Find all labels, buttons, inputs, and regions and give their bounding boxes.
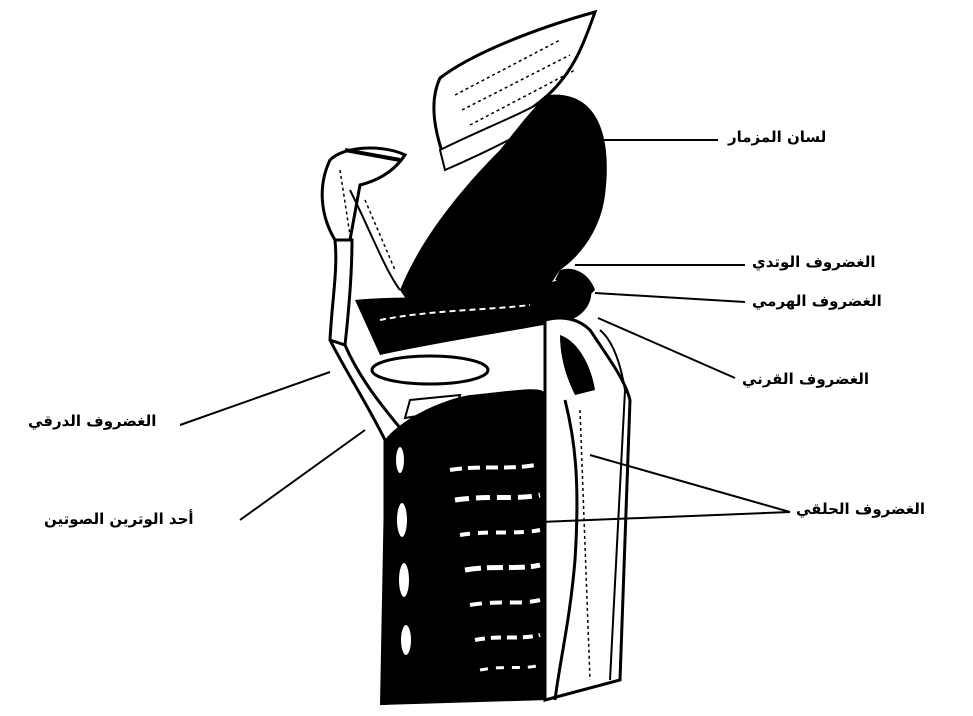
label-corniculate: الغضروف القرني	[742, 370, 869, 388]
label-thyroid: الغضروف الدرقي	[28, 412, 156, 430]
label-cricoid: الغضروف الحلقي	[796, 500, 925, 518]
label-vocal-cord: أحد الوترين الصوتين	[44, 510, 194, 528]
front-rings	[330, 340, 415, 705]
label-epiglottis: لسان المزمار	[728, 128, 826, 146]
label-cuneiform: الغضروف الوتدي	[752, 253, 876, 271]
trachea-body	[380, 389, 548, 705]
line-arytenoid	[595, 293, 745, 302]
right-cricoid	[545, 318, 630, 700]
left-flap	[322, 148, 405, 240]
line-corniculate	[598, 318, 735, 378]
line-thyroid	[180, 372, 330, 425]
line-vocal	[240, 430, 365, 520]
label-arytenoid: الغضروف الهرمي	[752, 292, 882, 310]
